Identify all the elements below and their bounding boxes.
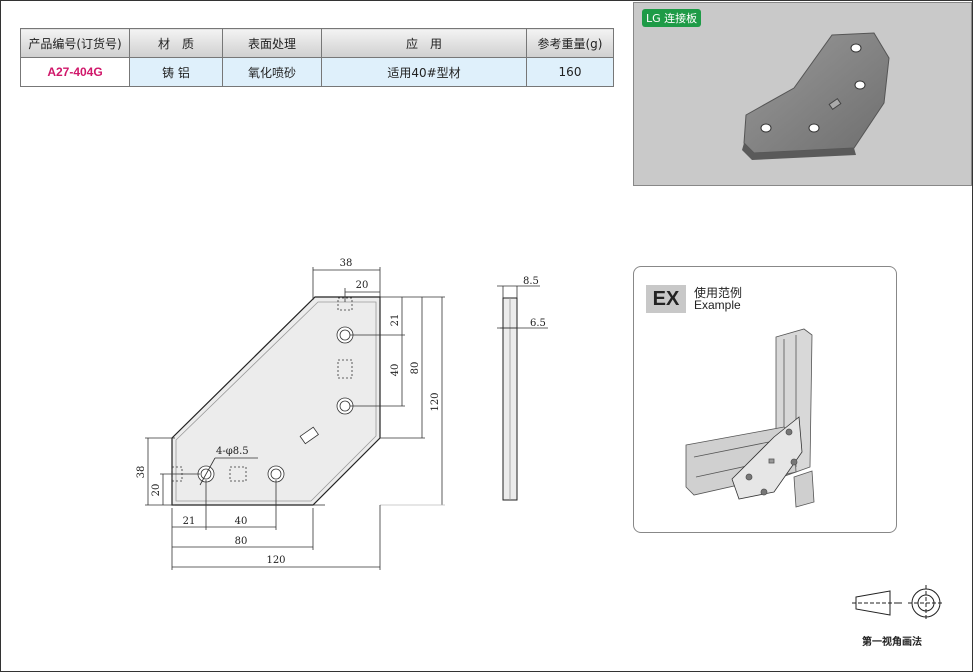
header-cell: 材 质 (129, 28, 223, 58)
dim-20-top: 20 (356, 280, 369, 291)
dim-38-left: 38 (136, 466, 147, 479)
weight-cell: 160 (526, 57, 614, 87)
dim-21-right: 21 (390, 314, 401, 327)
example-panel: EX 使用范例 Example (633, 266, 897, 533)
example-title-en: Example (694, 298, 741, 312)
example-illustration (685, 328, 815, 508)
dim-40-right: 40 (390, 364, 401, 377)
dim-20-left: 20 (151, 484, 162, 497)
dim-21-bottom: 21 (183, 516, 196, 527)
dim-80-bottom: 80 (235, 536, 248, 547)
dim-80-right: 80 (410, 362, 421, 375)
example-tag: EX (646, 285, 686, 313)
dim-120-right: 120 (430, 392, 441, 411)
technical-drawing: 38 20 21 40 80 120 38 20 21 40 80 120 4-… (136, 258, 548, 570)
dim-side-8-5: 8.5 (523, 276, 539, 287)
dim-38-top: 38 (340, 258, 353, 269)
example-title-cn: 使用范例 (694, 286, 743, 300)
material-cell: 铸 铝 (129, 57, 223, 87)
spec-table: 产品编号(订货号) 材 质 表面处理 应 用 参考重量(g) A27-404G … (20, 28, 614, 87)
dim-40-bottom: 40 (235, 516, 248, 527)
dim-side-6-5: 6.5 (530, 318, 546, 329)
header-cell: 表面处理 (222, 28, 322, 58)
header-cell: 应 用 (321, 28, 527, 58)
dim-120-bottom: 120 (266, 555, 285, 566)
product-photo: LG 连接板 (633, 2, 972, 186)
product-code: A27-404G (20, 57, 130, 87)
header-cell: 参考重量(g) (526, 28, 614, 58)
projection-symbol (852, 585, 944, 621)
plate-photo-image (742, 32, 890, 160)
spec-header-row: 产品编号(订货号) 材 质 表面处理 应 用 参考重量(g) (20, 28, 614, 58)
spec-data-row: A27-404G 铸 铝 氧化喷砂 适用40#型材 160 (20, 57, 614, 87)
header-cell: 产品编号(订货号) (20, 28, 130, 58)
application-cell: 适用40#型材 (321, 57, 527, 87)
product-badge: LG 连接板 (642, 9, 702, 27)
hole-callout: 4-φ8.5 (216, 446, 249, 457)
projection-label: 第一视角画法 (862, 637, 922, 648)
finish-cell: 氧化喷砂 (222, 57, 322, 87)
